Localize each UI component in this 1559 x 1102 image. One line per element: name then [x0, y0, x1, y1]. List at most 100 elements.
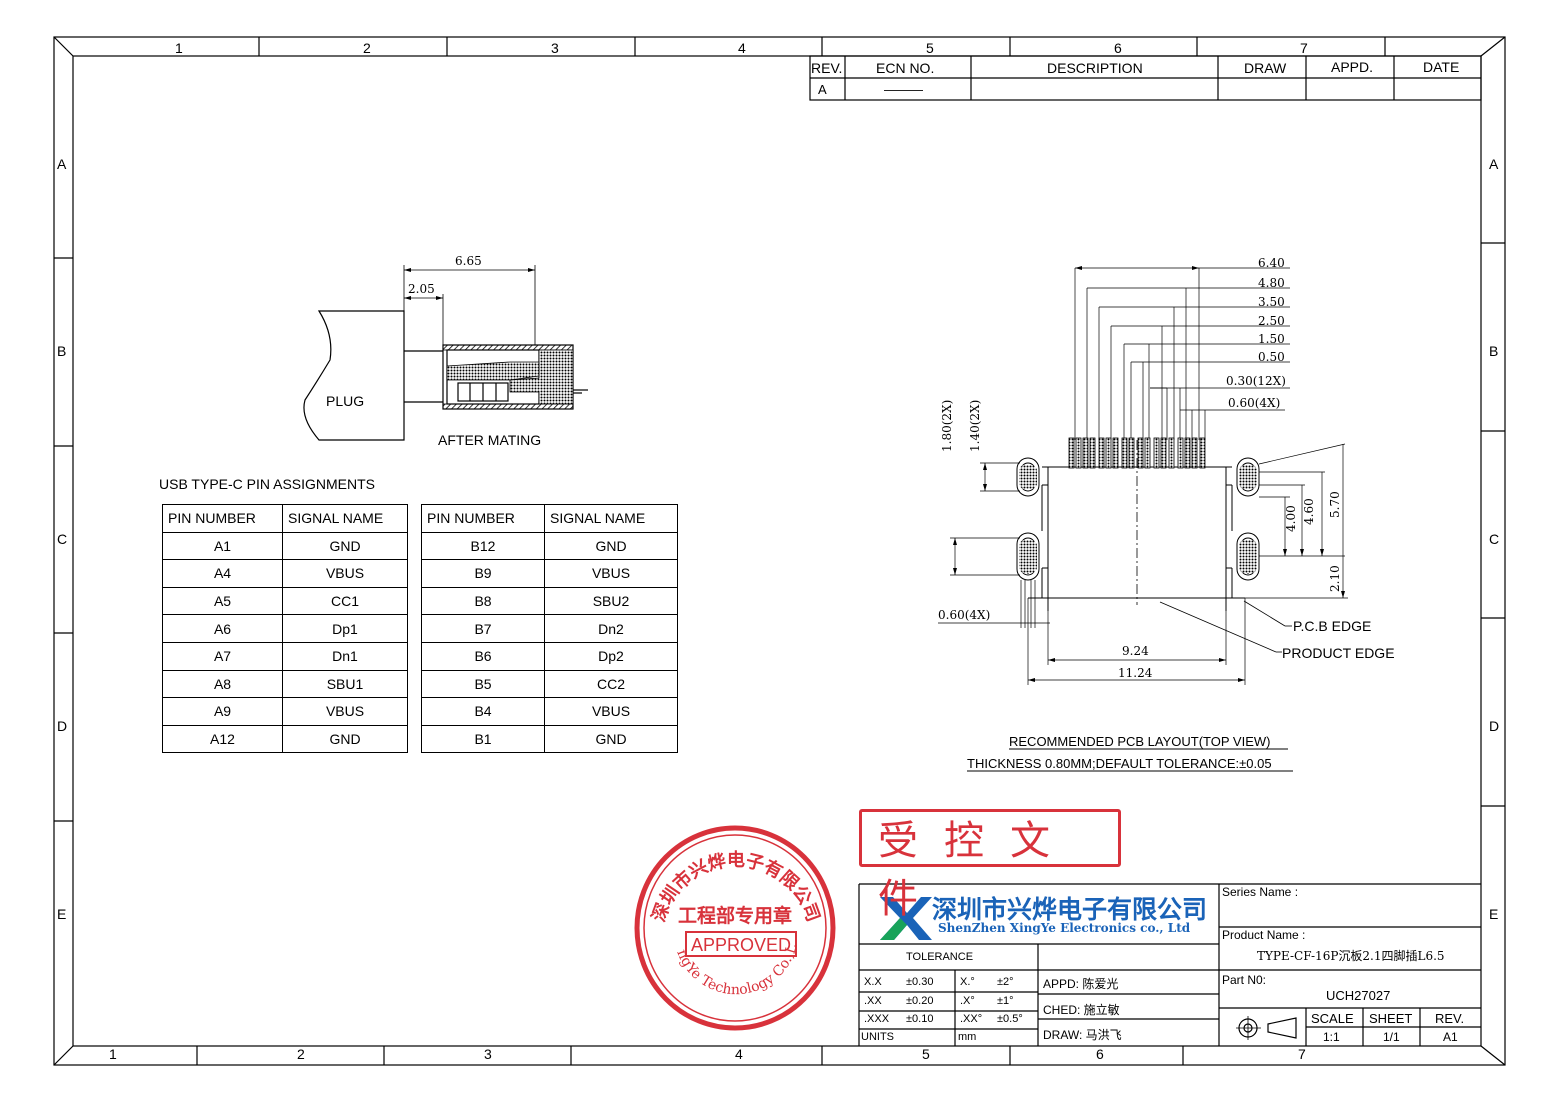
angle-value: ±2° — [997, 976, 1014, 988]
angle-format: X.° — [960, 976, 975, 988]
signal-name: GND — [544, 531, 678, 561]
signal-name: SBU2 — [544, 586, 678, 616]
column-label: 5 — [922, 1046, 930, 1062]
column-label: 2 — [363, 40, 371, 56]
pin-number-header: PIN NUMBER — [162, 504, 283, 533]
scale-value: 1:1 — [1323, 1030, 1340, 1044]
dim-label: 4.80 — [1258, 276, 1285, 290]
checker: CHED: 施立敏 — [1043, 1003, 1120, 1017]
signal-name: VBUS — [282, 697, 408, 726]
tolerance-value: ±0.20 — [906, 995, 934, 1007]
signal-name: VBUS — [544, 559, 678, 588]
dim-label: 0.60(4X) — [938, 608, 991, 622]
angle-value: ±0.5° — [997, 1013, 1023, 1025]
pin-number: A8 — [162, 669, 283, 699]
pin-number: B6 — [421, 641, 545, 671]
angle-value: ±1° — [997, 995, 1014, 1007]
draw-header: DRAW — [1244, 60, 1287, 76]
column-label: 6 — [1114, 40, 1122, 56]
sheet-value: 1/1 — [1383, 1030, 1400, 1044]
column-label: 3 — [551, 40, 559, 56]
pcb-edge-callout: P.C.B EDGE — [1293, 618, 1372, 634]
tolerance-value: ±0.10 — [906, 1013, 934, 1025]
dim-label: 6.40 — [1258, 256, 1285, 270]
pin-number: A7 — [162, 641, 283, 671]
dim-label: 2.50 — [1258, 314, 1285, 328]
dim-label: 4.00 — [1284, 505, 1298, 532]
signal-name-header: SIGNAL NAME — [544, 504, 678, 533]
row-label: A — [1489, 156, 1499, 172]
signal-name: GND — [282, 531, 408, 561]
pin-number: B1 — [421, 724, 545, 754]
rev-value: A — [818, 82, 827, 97]
row-label: C — [1489, 531, 1500, 547]
angle-format: .XX° — [960, 1013, 983, 1025]
pin-number-header: PIN NUMBER — [421, 504, 545, 533]
approval-seal-icon: 深圳市兴烨电子有限公司 XingYe Technology Co.,Ltd 工程… — [634, 822, 836, 1031]
pin-assignments-title: USB TYPE-C PIN ASSIGNMENTS — [159, 476, 376, 492]
row-label: A — [57, 156, 67, 172]
part-number-label: Part N0: — [1222, 973, 1267, 987]
dim-label: 5.70 — [1328, 491, 1342, 518]
pcb-layout-caption: RECOMMENDED PCB LAYOUT(TOP VIEW) — [1009, 734, 1271, 749]
part-number-value: UCH27027 — [1326, 988, 1391, 1003]
dim-label: 0.50 — [1258, 350, 1285, 364]
rev-label: REV. — [1435, 1011, 1465, 1026]
rev-header: REV. — [811, 60, 843, 76]
column-label: 3 — [484, 1046, 492, 1062]
signal-name: Dp2 — [544, 641, 678, 671]
row-label: D — [1489, 718, 1500, 734]
dim-insert-length: 2.05 — [408, 282, 435, 296]
dim-label: 2.10 — [1328, 565, 1342, 592]
signal-name: Dn1 — [282, 641, 408, 671]
tolerance-format: .XX — [864, 995, 882, 1007]
pin-number: B7 — [421, 614, 545, 643]
row-label: D — [57, 718, 68, 734]
pin-number: B5 — [421, 669, 545, 699]
dim-label: 1.40(2X) — [968, 399, 982, 452]
table-header-row: PIN NUMBER SIGNAL NAME — [162, 504, 408, 533]
column-label: 5 — [926, 40, 934, 56]
plug-label: PLUG — [326, 393, 365, 409]
signal-name: GND — [282, 724, 408, 754]
dim-label: 1.50 — [1258, 332, 1285, 346]
product-edge-callout: PRODUCT EDGE — [1282, 645, 1395, 661]
dim-label: 0.60(4X) — [1228, 396, 1281, 410]
scale-label: SCALE — [1311, 1011, 1354, 1026]
table-header-row: PIN NUMBER SIGNAL NAME — [421, 504, 678, 533]
pin-number: A1 — [162, 531, 283, 561]
pin-number: B8 — [421, 586, 545, 616]
approver: APPD: 陈爱光 — [1043, 977, 1119, 991]
date-header: DATE — [1423, 59, 1460, 75]
dim-label: 1.80(2X) — [940, 399, 954, 452]
appd-header: APPD. — [1331, 59, 1374, 75]
signal-name: CC2 — [544, 669, 678, 699]
company-logo-icon — [880, 897, 932, 940]
signal-name: VBUS — [544, 697, 678, 726]
dim-label: 0.30(12X) — [1226, 374, 1286, 388]
company-name-en: ShenZhen XingYe Electronics co., Ltd — [938, 921, 1191, 935]
tolerance-format: X.X — [864, 976, 882, 988]
column-label: 4 — [738, 40, 746, 56]
controlled-document-stamp: 受控文件 — [859, 809, 1121, 922]
pin-number: A5 — [162, 586, 283, 616]
product-name-value: TYPE-CF-16P沉板2.1四脚插L6.5 — [1257, 949, 1445, 963]
pin-number: B12 — [421, 531, 545, 561]
drafter: DRAW: 马洪飞 — [1043, 1028, 1122, 1042]
dim-label: 11.24 — [1118, 666, 1153, 680]
dim-label: 3.50 — [1258, 295, 1285, 309]
signal-name: GND — [544, 724, 678, 754]
tolerance-label: TOLERANCE — [906, 951, 974, 963]
